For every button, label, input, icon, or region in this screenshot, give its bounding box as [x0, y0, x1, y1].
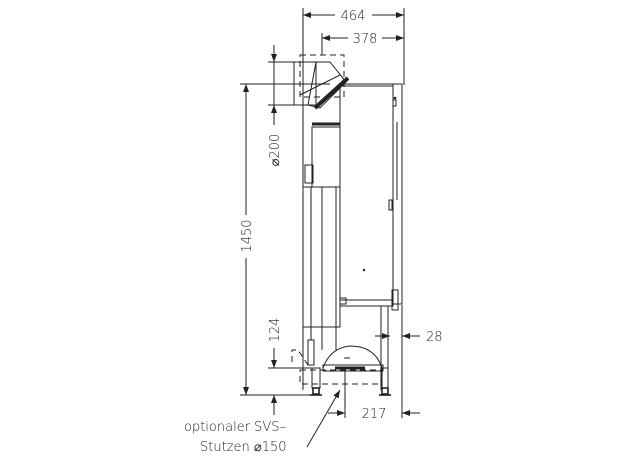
dim-200-label: ⌀200	[268, 134, 283, 167]
dim-378-label: 378	[353, 32, 378, 47]
annotation-line-1: optionaler SVS–	[184, 420, 286, 435]
dimension-overall-depth: 464	[303, 9, 404, 24]
dimension-flue-diameter: ⌀200	[268, 45, 283, 166]
dim-124-label: 124	[268, 318, 283, 343]
dimension-flue-offset: 378	[322, 32, 404, 47]
dim-1450-label: 1450	[240, 219, 255, 252]
dim-217-label: 217	[362, 407, 387, 422]
svs-inlet-annotation: optionaler SVS– Stutzen ⌀150	[184, 389, 341, 455]
dimension-bottom-inlet-height: 124	[268, 318, 283, 415]
dim-464-label: 464	[341, 9, 366, 24]
dimension-height: 1450	[240, 84, 255, 395]
dimension-bottom-inlet-offset: 217	[328, 407, 420, 422]
stove-body	[291, 54, 403, 396]
dimension-rear-offset: 28	[375, 330, 443, 345]
annotation-line-2: Stutzen ⌀150	[200, 440, 287, 455]
dim-28-label: 28	[426, 330, 443, 345]
